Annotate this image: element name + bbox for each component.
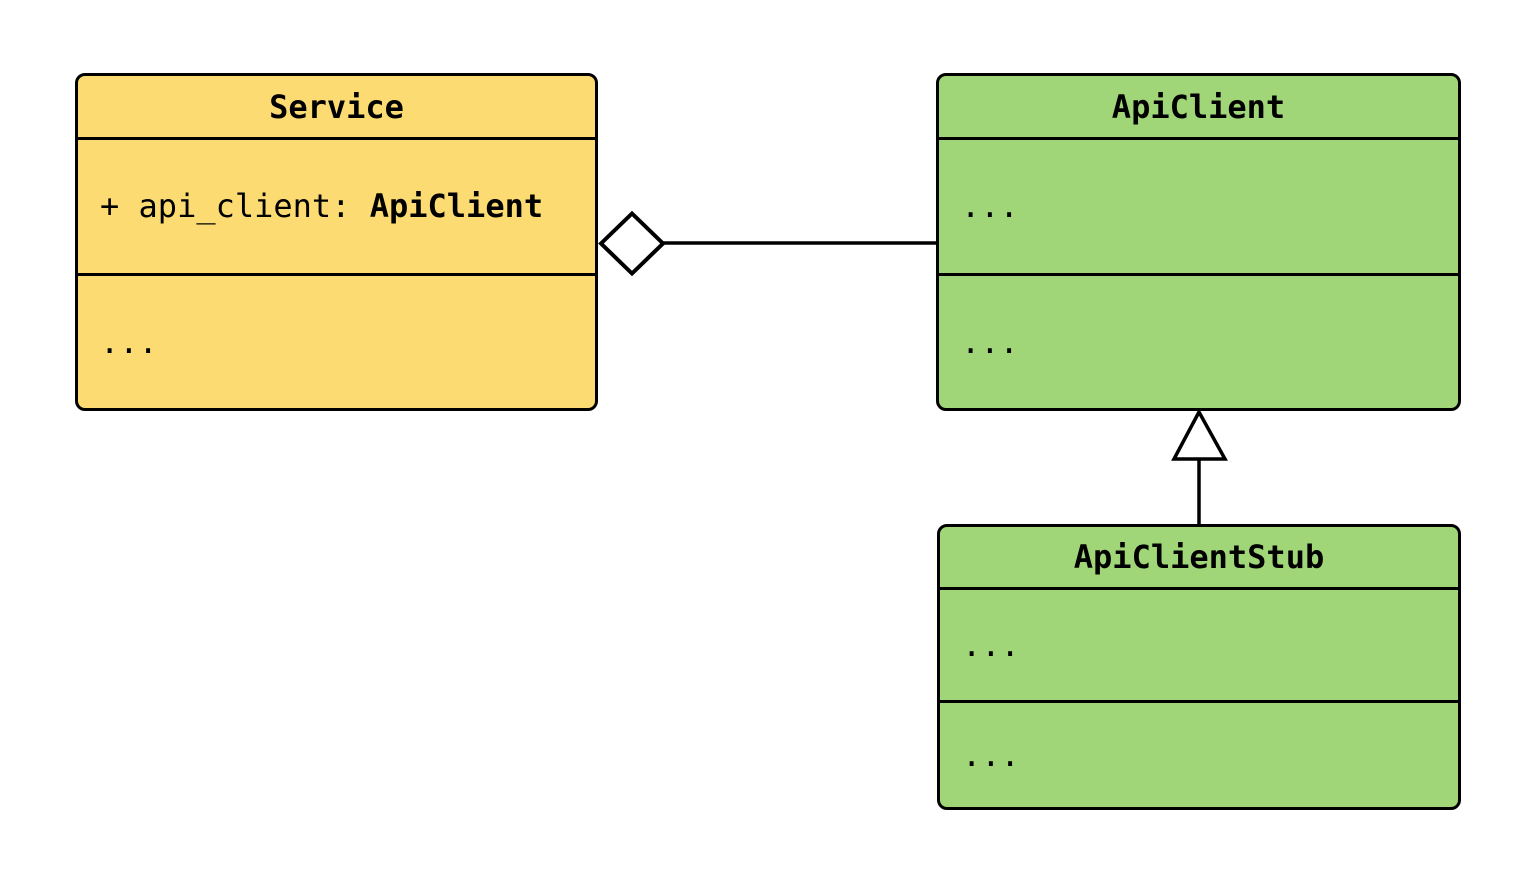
inheritance-triangle-icon: [1171, 408, 1228, 461]
service-attributes-section: + api_client: ApiClient: [78, 137, 595, 273]
class-title-api-client-stub: ApiClientStub: [1073, 538, 1325, 576]
service-attribute-line: + api_client: ApiClient: [100, 187, 543, 225]
aggregation-diamond-icon: [598, 210, 666, 277]
class-title-api-client: ApiClient: [1111, 87, 1286, 126]
api-client-stub-attributes-section: ...: [940, 587, 1458, 700]
class-box-api-client-stub: ApiClientStub ... ...: [937, 524, 1461, 810]
api-client-stub-methods-section: ...: [940, 700, 1458, 807]
attribute-prefix-text: + api_client:: [100, 187, 370, 226]
service-methods-section: ...: [78, 273, 595, 408]
api-client-methods-section: ...: [939, 273, 1458, 408]
api-client-attributes-section: ...: [939, 137, 1458, 273]
attribute-type-text: ApiClient: [369, 187, 544, 226]
class-box-api-client: ApiClient ... ...: [936, 73, 1461, 411]
class-box-service: Service + api_client: ApiClient ...: [75, 73, 598, 411]
class-title-service: Service: [269, 87, 404, 126]
